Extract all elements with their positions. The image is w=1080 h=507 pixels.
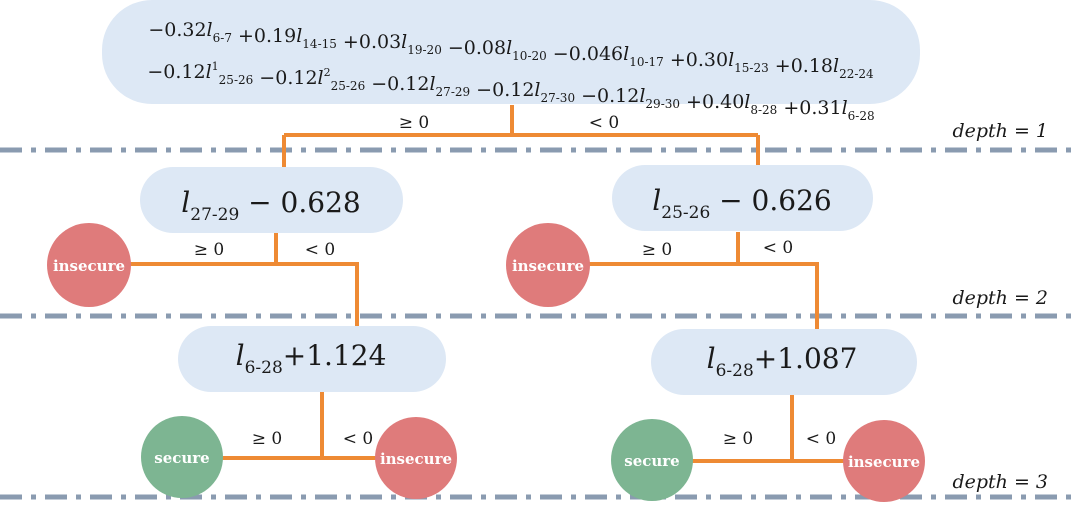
left-depth3-expression: l6-28+1.124: [236, 339, 387, 378]
left3-ge-label: ≥ 0: [252, 429, 282, 449]
root-term-variable: l: [833, 55, 839, 77]
left-depth3-node: [178, 326, 446, 392]
right-depth3-node: [651, 329, 917, 395]
root-term-coefficient: +0.40: [680, 91, 744, 113]
root-term-superscript: 1: [212, 60, 219, 73]
root-term-coefficient: −0.12: [365, 73, 429, 95]
root-term-variable: l: [639, 85, 645, 107]
right-depth2-node: [612, 165, 873, 231]
root-term-subscript: 27-29: [436, 85, 471, 99]
root-term-subscript: 25-26: [331, 79, 366, 93]
root-term-variable: l: [506, 37, 512, 59]
root-term-subscript: 8-28: [750, 103, 777, 117]
root-term-variable: l: [842, 97, 848, 119]
right2-branch: [585, 262, 819, 330]
root-term-coefficient: −0.12: [575, 85, 639, 107]
root-term-variable: l: [744, 91, 750, 113]
secure-leaf-left-label: secure: [154, 449, 209, 467]
right2-lt-label: < 0: [763, 238, 793, 258]
right3-ge-label: ≥ 0: [723, 429, 753, 449]
root-term-subscript: 29-30: [645, 97, 680, 111]
root-term-superscript: 2: [324, 66, 331, 79]
root-ge-label: ≥ 0: [399, 113, 429, 133]
right-depth3-expression: l6-28+1.087: [707, 342, 858, 381]
root-term-coefficient: −0.12: [147, 61, 205, 83]
insecure-leaf-left3: [375, 417, 457, 499]
root-term-variable: l: [401, 31, 407, 53]
depth-1-label: depth = 1: [952, 120, 1048, 142]
depth-3-label: depth = 3: [952, 471, 1048, 493]
secure-leaf-right: [611, 419, 693, 501]
root-term-coefficient: −0.12: [470, 79, 534, 101]
root-term-coefficient: +0.30: [664, 49, 728, 71]
root-expression-line-2: −0.12l125-26 −0.12l225-26 −0.12l27-29 −0…: [147, 60, 874, 123]
right2-ge-label: ≥ 0: [642, 240, 672, 260]
root-term-subscript: 10-17: [629, 55, 664, 69]
root-term-subscript: 19-20: [407, 43, 442, 57]
root-term-variable: l: [728, 49, 734, 71]
insecure-leaf-right3: [843, 420, 925, 502]
secure-leaf-right-label: secure: [624, 452, 679, 470]
left-depth2-expression: l27-29 − 0.628: [181, 186, 360, 225]
root-term-coefficient: −0.12: [253, 67, 317, 89]
root-term-coefficient: −0.32: [148, 19, 206, 41]
root-term-subscript: 25-26: [219, 73, 254, 87]
root-term-subscript: 6-7: [213, 31, 232, 45]
left3-lt-label: < 0: [343, 429, 373, 449]
root-term-coefficient: +0.19: [232, 25, 296, 47]
root-lt-label: < 0: [589, 113, 619, 133]
secure-leaf-left: [141, 416, 223, 498]
root-term-subscript: 14-15: [302, 37, 337, 51]
root-term-variable: l: [429, 73, 435, 95]
root-term-variable: l: [296, 25, 302, 47]
insecure-leaf-right: [506, 223, 590, 307]
left2-branch: [130, 262, 359, 328]
root-term-subscript: 22-24: [839, 67, 874, 81]
right-depth2-expression: l25-26 − 0.626: [652, 184, 831, 223]
insecure-leaf-right-label: insecure: [512, 257, 584, 275]
root-term-subscript: 15-23: [734, 61, 769, 75]
insecure-leaf-left3-label: insecure: [380, 450, 452, 468]
root-node: [102, 0, 920, 104]
root-term-subscript: 10-20: [512, 49, 547, 63]
root-term-variable: l: [623, 43, 629, 65]
left2-ge-label: ≥ 0: [194, 240, 224, 260]
depth-2-label: depth = 2: [952, 287, 1048, 309]
root-term-coefficient: −0.046: [547, 43, 623, 65]
insecure-leaf-left-label: insecure: [53, 257, 125, 275]
root-term-coefficient: +0.03: [337, 31, 401, 53]
insecure-leaf-left: [47, 223, 131, 307]
left2-lt-label: < 0: [305, 240, 335, 260]
root-term-coefficient: −0.08: [442, 37, 506, 59]
root-term-coefficient: +0.18: [769, 55, 833, 77]
root-term-variable: l: [534, 79, 540, 101]
root-expression-line-1: −0.32l6-7 +0.19l14-15 +0.03l19-20 −0.08l…: [148, 19, 874, 81]
right3-lt-label: < 0: [806, 429, 836, 449]
insecure-leaf-right3-label: insecure: [848, 453, 920, 471]
left-depth2-node: [140, 167, 403, 233]
root-term-coefficient: +0.31: [777, 97, 841, 119]
root-term-variable: l: [207, 19, 213, 41]
root-term-subscript: 27-30: [540, 91, 575, 105]
root-term-variable: l: [318, 67, 324, 89]
root-term-variable: l: [206, 61, 212, 83]
root-term-subscript: 6-28: [848, 109, 875, 123]
